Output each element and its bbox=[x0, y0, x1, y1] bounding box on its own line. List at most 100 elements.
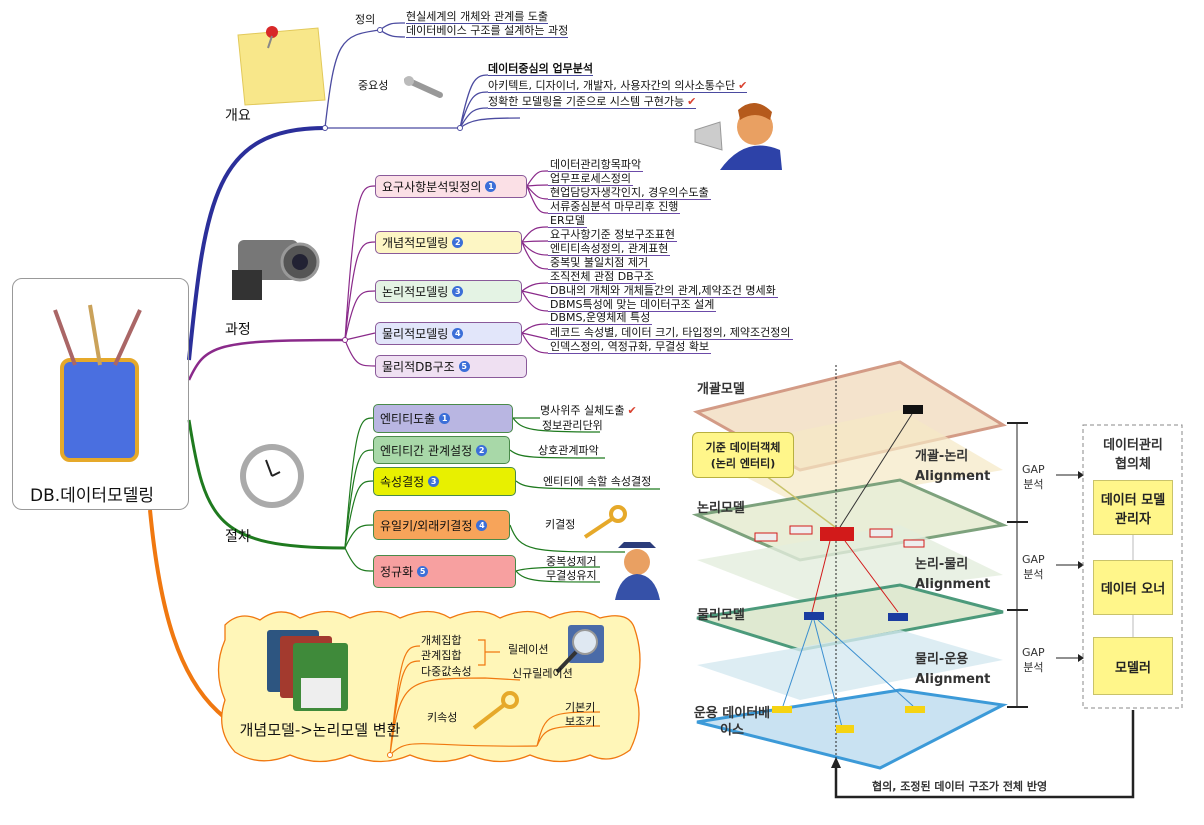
gap-word: GAP bbox=[1022, 463, 1045, 476]
number-badge: 3 bbox=[452, 286, 464, 297]
root-label: DB.데이터모델링 bbox=[30, 486, 154, 506]
step-label: 정규화 bbox=[380, 565, 414, 579]
businessman-megaphone-icon bbox=[694, 102, 782, 170]
alignment-label: 개괄-논리 Alignment bbox=[915, 447, 990, 487]
list-item: 릴레이션 bbox=[508, 643, 549, 656]
definition-label[interactable]: 정의 bbox=[355, 13, 376, 26]
list-item: 보조키 bbox=[565, 715, 596, 728]
branch-overview bbox=[187, 126, 326, 361]
list-item: 중복및 불일치점 제거 bbox=[548, 256, 651, 270]
importance-label[interactable]: 중요성 bbox=[358, 79, 389, 92]
layer-label: 논리모델 bbox=[697, 501, 745, 516]
list-item: DBMS,운영체제 특성 bbox=[548, 311, 653, 325]
step-label: 엔티티간 관계설정 bbox=[380, 443, 473, 458]
key-icon bbox=[583, 505, 627, 539]
magnifier-icon bbox=[555, 625, 604, 674]
gap-label: GAP 분석 bbox=[1022, 462, 1045, 492]
list-item: 중복성제거 bbox=[546, 555, 597, 568]
gap-word: 분석 bbox=[1023, 661, 1044, 674]
step-label: 유일키/외래키결정 bbox=[380, 518, 473, 533]
transform-label[interactable]: 개념모델->논리모델 변환 bbox=[239, 721, 401, 739]
list-item: 인덱스정의, 역정규화, 무결성 확보 bbox=[548, 340, 712, 354]
step-label: 속성결정 bbox=[380, 475, 425, 489]
gap-label: GAP 분석 bbox=[1022, 552, 1045, 582]
checkmark-icon: ✔ bbox=[687, 95, 697, 108]
camcorder-icon bbox=[232, 240, 320, 300]
branch-label-overview[interactable]: 개요 bbox=[225, 108, 251, 124]
number-badge: 1 bbox=[439, 413, 451, 424]
alignment-name: 개괄-논리 bbox=[915, 449, 969, 464]
key-icon-2 bbox=[472, 691, 519, 730]
council-title-line: 협의체 bbox=[1115, 457, 1151, 472]
microphone-icon bbox=[404, 76, 443, 98]
sticky-note-icon bbox=[237, 26, 326, 106]
list-item: 명사위주 실체도출✔ bbox=[540, 404, 637, 417]
floppy-disks-icon bbox=[267, 630, 348, 711]
gap-label: GAP 분석 bbox=[1022, 645, 1045, 675]
alignment-word: Alignment bbox=[915, 577, 991, 592]
checkmark-icon: ✔ bbox=[627, 404, 637, 417]
gap-word: GAP bbox=[1022, 553, 1045, 566]
branch-label-process[interactable]: 과정 bbox=[225, 322, 251, 338]
list-item: 키결정 bbox=[545, 518, 576, 531]
number-badge: 2 bbox=[452, 237, 464, 248]
alignment-name: 물리-운용 bbox=[915, 652, 969, 667]
list-item: 레코드 속성별, 데이터 크기, 타입정의, 제약조건정의 bbox=[548, 326, 793, 340]
number-badge: 3 bbox=[428, 476, 440, 487]
alignment-word: Alignment bbox=[915, 469, 991, 484]
policeman-icon bbox=[615, 542, 660, 600]
list-item: 조직전체 관점 DB구조 bbox=[548, 270, 656, 284]
root-node[interactable] bbox=[12, 278, 189, 510]
list-item: 현실세계의 개체와 관계를 도출 bbox=[406, 10, 549, 24]
layer-label: 운용 데이터베이스 bbox=[693, 706, 771, 738]
list-item-text: 명사위주 실체도출 bbox=[540, 404, 625, 417]
callout-line: (논리 엔터티) bbox=[710, 457, 776, 470]
list-item: 아키텍트, 디자이너, 개발자, 사용자간의 의사소통수단✔ bbox=[488, 79, 748, 93]
number-badge: 2 bbox=[476, 444, 488, 456]
list-item: 정보관리단위 bbox=[542, 419, 603, 432]
step-label: 요구사항분석및정의 bbox=[382, 180, 482, 194]
list-item: DB내의 개체와 개체들간의 관계,제약조건 명세화 bbox=[548, 284, 778, 298]
gap-word: 분석 bbox=[1023, 478, 1044, 491]
list-item: 현업담당자생각인지, 경우의수도출 bbox=[548, 186, 711, 200]
role-modeler: 모델러 bbox=[1093, 637, 1173, 695]
list-item: DBMS특성에 맞는 데이터구조 설계 bbox=[548, 298, 717, 312]
layer-label: 개괄모델 bbox=[697, 382, 745, 397]
branch-label-procedure[interactable]: 절차 bbox=[225, 529, 251, 545]
gap-word: GAP bbox=[1022, 646, 1045, 659]
list-item: 관계집합 bbox=[421, 649, 462, 662]
list-item: 상호관계파악 bbox=[538, 444, 599, 457]
step-label: 논리적모델링 bbox=[382, 285, 449, 299]
checkmark-icon: ✔ bbox=[738, 79, 748, 92]
list-item: 서류중심분석 마무리후 진행 bbox=[548, 200, 681, 214]
list-item-text: 정확한 모델링을 기준으로 시스템 구현가능 bbox=[488, 95, 685, 108]
alignment-word: Alignment bbox=[915, 672, 991, 687]
alignment-name: 논리-물리 bbox=[915, 557, 969, 572]
step-label: 물리적모델링 bbox=[382, 327, 449, 341]
step-label: 개념적모델링 bbox=[382, 236, 449, 250]
branch-process bbox=[187, 338, 346, 381]
number-badge: 4 bbox=[476, 519, 488, 531]
list-item: 데이터관리항목파악 bbox=[548, 158, 644, 172]
list-item-text: 아키텍트, 디자이너, 개발자, 사용자간의 의사소통수단 bbox=[488, 79, 736, 92]
number-badge: 5 bbox=[458, 361, 470, 372]
number-badge: 1 bbox=[485, 181, 497, 192]
list-item: 요구사항기준 정보구조표현 bbox=[548, 228, 677, 242]
pencil-cup-icon bbox=[53, 304, 142, 462]
list-item: 엔티티에 속할 속성결정 bbox=[543, 475, 652, 488]
gap-word: 분석 bbox=[1023, 568, 1044, 581]
list-item: 다중값속성 bbox=[421, 665, 472, 678]
list-item: 무결성유지 bbox=[546, 569, 597, 582]
